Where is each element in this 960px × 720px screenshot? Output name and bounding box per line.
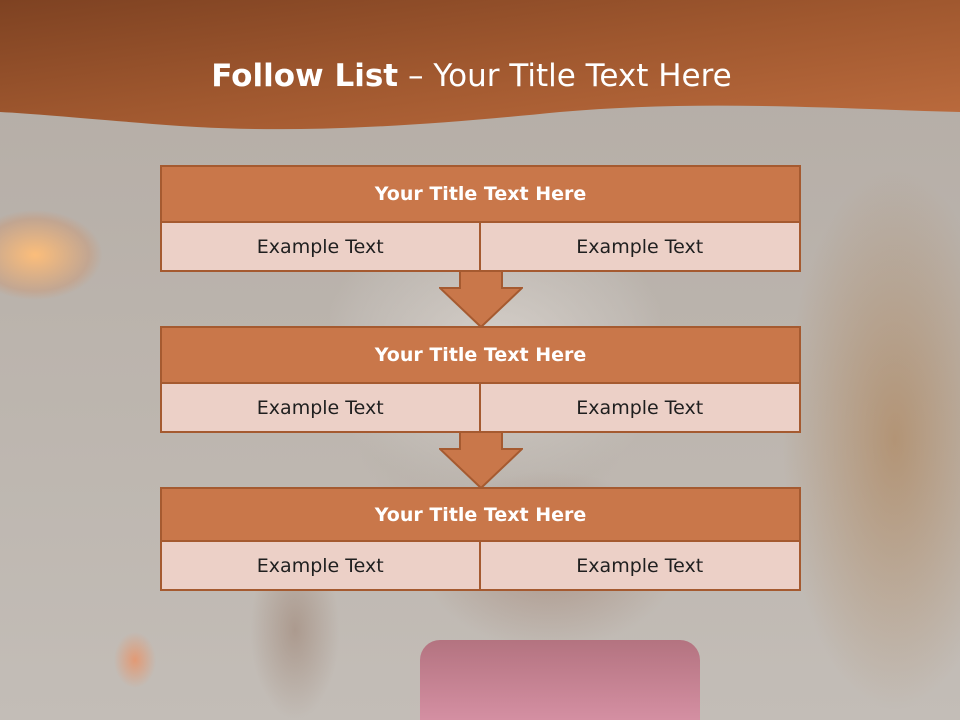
down-arrow-icon: [439, 431, 523, 489]
step-cell-left: Example Text: [160, 384, 481, 433]
step-cell-left: Example Text: [160, 542, 481, 591]
step-cell-right: Example Text: [480, 384, 801, 433]
down-arrow-icon: [439, 270, 523, 328]
step-cell-left: Example Text: [160, 223, 481, 272]
step-row: Example Text Example Text: [160, 223, 801, 272]
header-banner: [0, 0, 960, 140]
step-title: Your Title Text Here: [160, 326, 801, 384]
step-block-3: Your Title Text Here Example Text Exampl…: [160, 487, 801, 591]
photo-pink-garment: [420, 640, 700, 720]
step-title: Your Title Text Here: [160, 487, 801, 542]
slide-title: Follow List – Your Title Text Here: [0, 54, 943, 98]
step-title: Your Title Text Here: [160, 165, 801, 223]
slide-title-rest: – Your Title Text Here: [398, 58, 732, 94]
slide-title-bold: Follow List: [211, 58, 399, 94]
step-block-2: Your Title Text Here Example Text Exampl…: [160, 326, 801, 433]
step-block-1: Your Title Text Here Example Text Exampl…: [160, 165, 801, 272]
step-cell-right: Example Text: [480, 223, 801, 272]
step-row: Example Text Example Text: [160, 542, 801, 591]
step-cell-right: Example Text: [480, 542, 801, 591]
step-row: Example Text Example Text: [160, 384, 801, 433]
